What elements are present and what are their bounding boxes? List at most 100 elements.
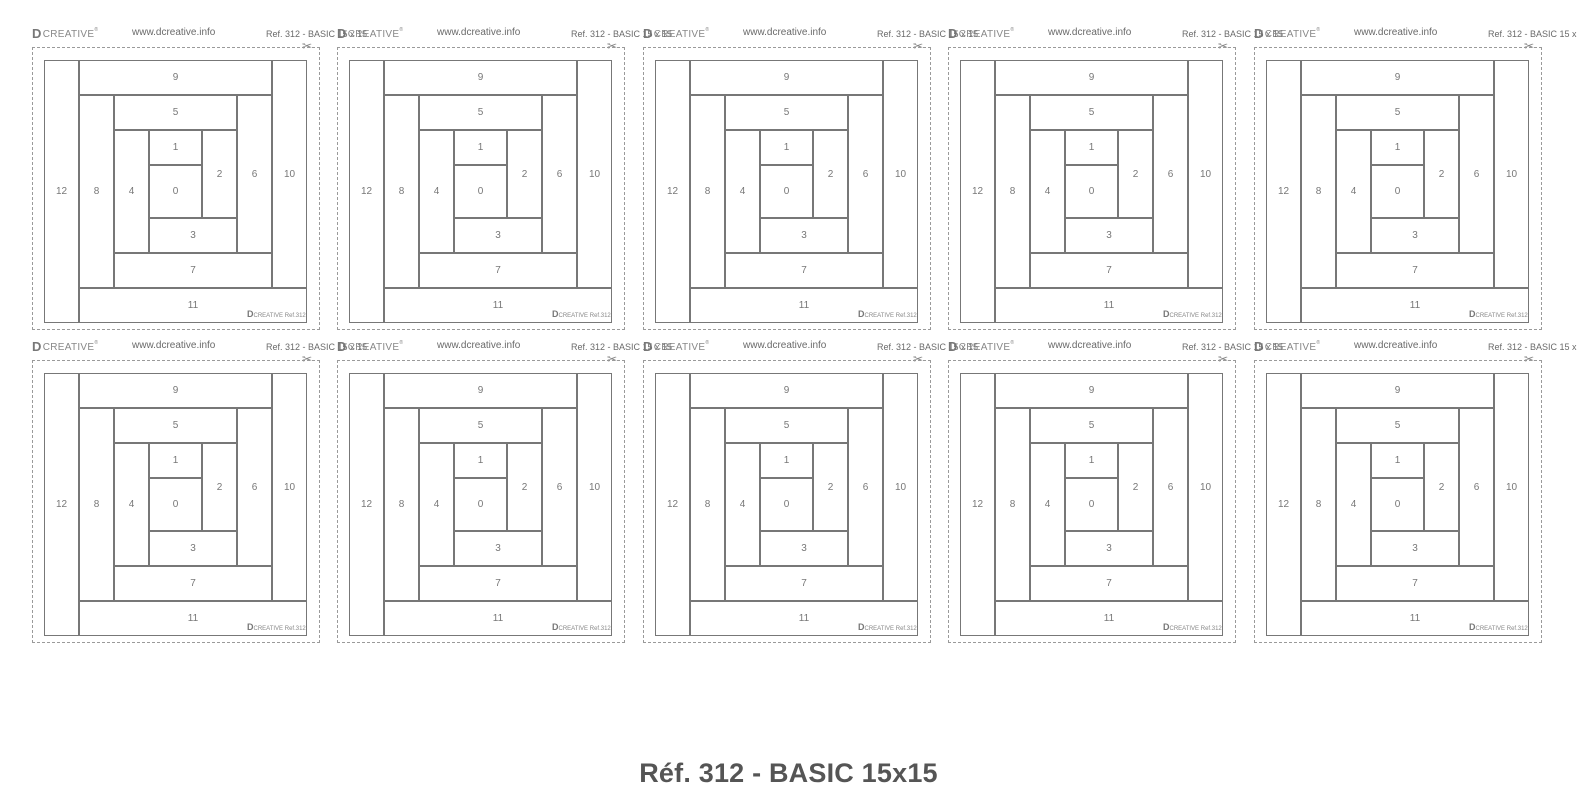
corner-logo-mark: D <box>552 622 559 632</box>
reference-label: Ref. 312 - BASIC 15 x 15 <box>1488 29 1577 39</box>
brand-mark: D <box>643 26 653 41</box>
block-piece: 11 <box>79 288 307 323</box>
piece-number: 8 <box>1009 186 1016 197</box>
piece-number: 8 <box>704 186 711 197</box>
piece-number: 2 <box>1132 481 1139 493</box>
piece-number: 6 <box>1473 168 1480 180</box>
block-piece: 9 <box>384 373 577 408</box>
scissors-icon: ✂ <box>607 39 618 53</box>
block-piece: 7 <box>419 566 577 601</box>
piece-number: 1 <box>172 142 179 153</box>
dashed-cut-line <box>643 47 931 330</box>
website-url[interactable]: www.dcreative.info <box>1354 27 1438 38</box>
piece-number: 5 <box>1394 420 1401 431</box>
brand-logo: DCREATIVE® <box>1254 26 1320 42</box>
piece-number: 6 <box>862 481 869 493</box>
brand-text: CREATIVE <box>653 342 706 353</box>
piece-number: 4 <box>1044 499 1051 510</box>
block-piece: 0 <box>149 165 202 218</box>
brand-mark: D <box>948 26 958 41</box>
piece-number: 2 <box>1438 168 1445 180</box>
block-piece: 8 <box>995 95 1030 288</box>
brand-text: CREATIVE <box>42 29 95 40</box>
website-url[interactable]: www.dcreative.info <box>132 27 216 38</box>
scissors-icon: ✂ <box>913 39 924 53</box>
brand-mark: D <box>337 26 347 41</box>
piece-number: 4 <box>739 499 746 510</box>
brand-logo: DCREATIVE® <box>337 339 403 355</box>
website-url[interactable]: www.dcreative.info <box>1048 27 1132 38</box>
piece-number: 8 <box>93 499 100 510</box>
piece-number: 7 <box>495 578 501 589</box>
block-piece: 5 <box>114 408 237 443</box>
block-piece: 1 <box>454 130 507 165</box>
website-url[interactable]: www.dcreative.info <box>743 27 827 38</box>
block-piece: 9 <box>1301 60 1494 95</box>
block-piece: 5 <box>419 408 542 443</box>
dashed-cut-line <box>1254 360 1542 643</box>
block-piece: 0 <box>454 478 507 531</box>
dashed-cut-line <box>337 360 625 643</box>
block-piece: 0 <box>760 165 813 218</box>
piece-number: 7 <box>495 265 501 276</box>
piece-number: 6 <box>556 481 563 493</box>
brand-registered: ® <box>705 27 710 33</box>
piece-number: 3 <box>801 230 807 241</box>
corner-logo-text: CREATIVE <box>1475 313 1506 319</box>
website-url[interactable]: www.dcreative.info <box>743 340 827 351</box>
template-tile: DCREATIVE® www.dcreative.info Ref. 312 - B… <box>1254 0 1577 330</box>
piece-number: 12 <box>666 186 679 197</box>
corner-logo-ref: Ref.312 <box>1200 626 1222 632</box>
website-url[interactable]: www.dcreative.info <box>132 340 216 351</box>
block-piece: 2 <box>1424 443 1459 531</box>
block-piece: 12 <box>960 373 995 636</box>
block-piece: 11 <box>995 288 1223 323</box>
reference-label: Ref. 312 - BASIC 15 x 15 <box>1488 342 1577 352</box>
piece-number: 4 <box>1350 499 1357 510</box>
piece-number: 3 <box>1106 543 1112 554</box>
block-piece: 10 <box>272 373 307 601</box>
scissors-icon: ✂ <box>913 352 924 366</box>
block-piece: 2 <box>507 130 542 218</box>
website-url[interactable]: www.dcreative.info <box>1048 340 1132 351</box>
block-piece: 0 <box>760 478 813 531</box>
block-piece: 11 <box>1301 601 1529 636</box>
corner-logo-mark: D <box>1163 309 1170 319</box>
scissors-icon: ✂ <box>1524 352 1535 366</box>
block-piece: 12 <box>1266 373 1301 636</box>
piece-number: 5 <box>172 420 179 431</box>
website-url[interactable]: www.dcreative.info <box>437 27 521 38</box>
piece-number: 2 <box>216 168 223 180</box>
block-piece: 8 <box>1301 95 1336 288</box>
brand-registered: ® <box>94 340 99 346</box>
piece-number: 3 <box>495 543 501 554</box>
piece-number: 10 <box>588 168 601 180</box>
block-piece: 10 <box>577 373 612 601</box>
website-url[interactable]: www.dcreative.info <box>437 340 521 351</box>
block-piece: 11 <box>690 601 918 636</box>
piece-number: 3 <box>190 230 196 241</box>
block-piece: 3 <box>1065 531 1153 566</box>
block-piece: 3 <box>760 218 848 253</box>
block-piece: 8 <box>690 95 725 288</box>
piece-number: 10 <box>894 481 907 493</box>
piece-number: 1 <box>1088 455 1095 466</box>
piece-number: 12 <box>1277 186 1290 197</box>
block-piece: 7 <box>1030 253 1188 288</box>
block-piece: 5 <box>725 95 848 130</box>
block-piece: 7 <box>1336 253 1494 288</box>
corner-logo-text: CREATIVE <box>1169 313 1200 319</box>
website-url[interactable]: www.dcreative.info <box>1354 340 1438 351</box>
block-piece: 3 <box>1065 218 1153 253</box>
brand-registered: ® <box>399 27 404 33</box>
piece-number: 8 <box>704 499 711 510</box>
block-piece: 2 <box>1424 130 1459 218</box>
block-piece: 10 <box>1188 373 1223 601</box>
block-piece: 11 <box>690 288 918 323</box>
block-piece: 4 <box>114 130 149 253</box>
piece-number: 1 <box>783 142 790 153</box>
piece-number: 11 <box>798 300 810 311</box>
block-piece: 6 <box>848 95 883 253</box>
piece-number: 7 <box>801 578 807 589</box>
